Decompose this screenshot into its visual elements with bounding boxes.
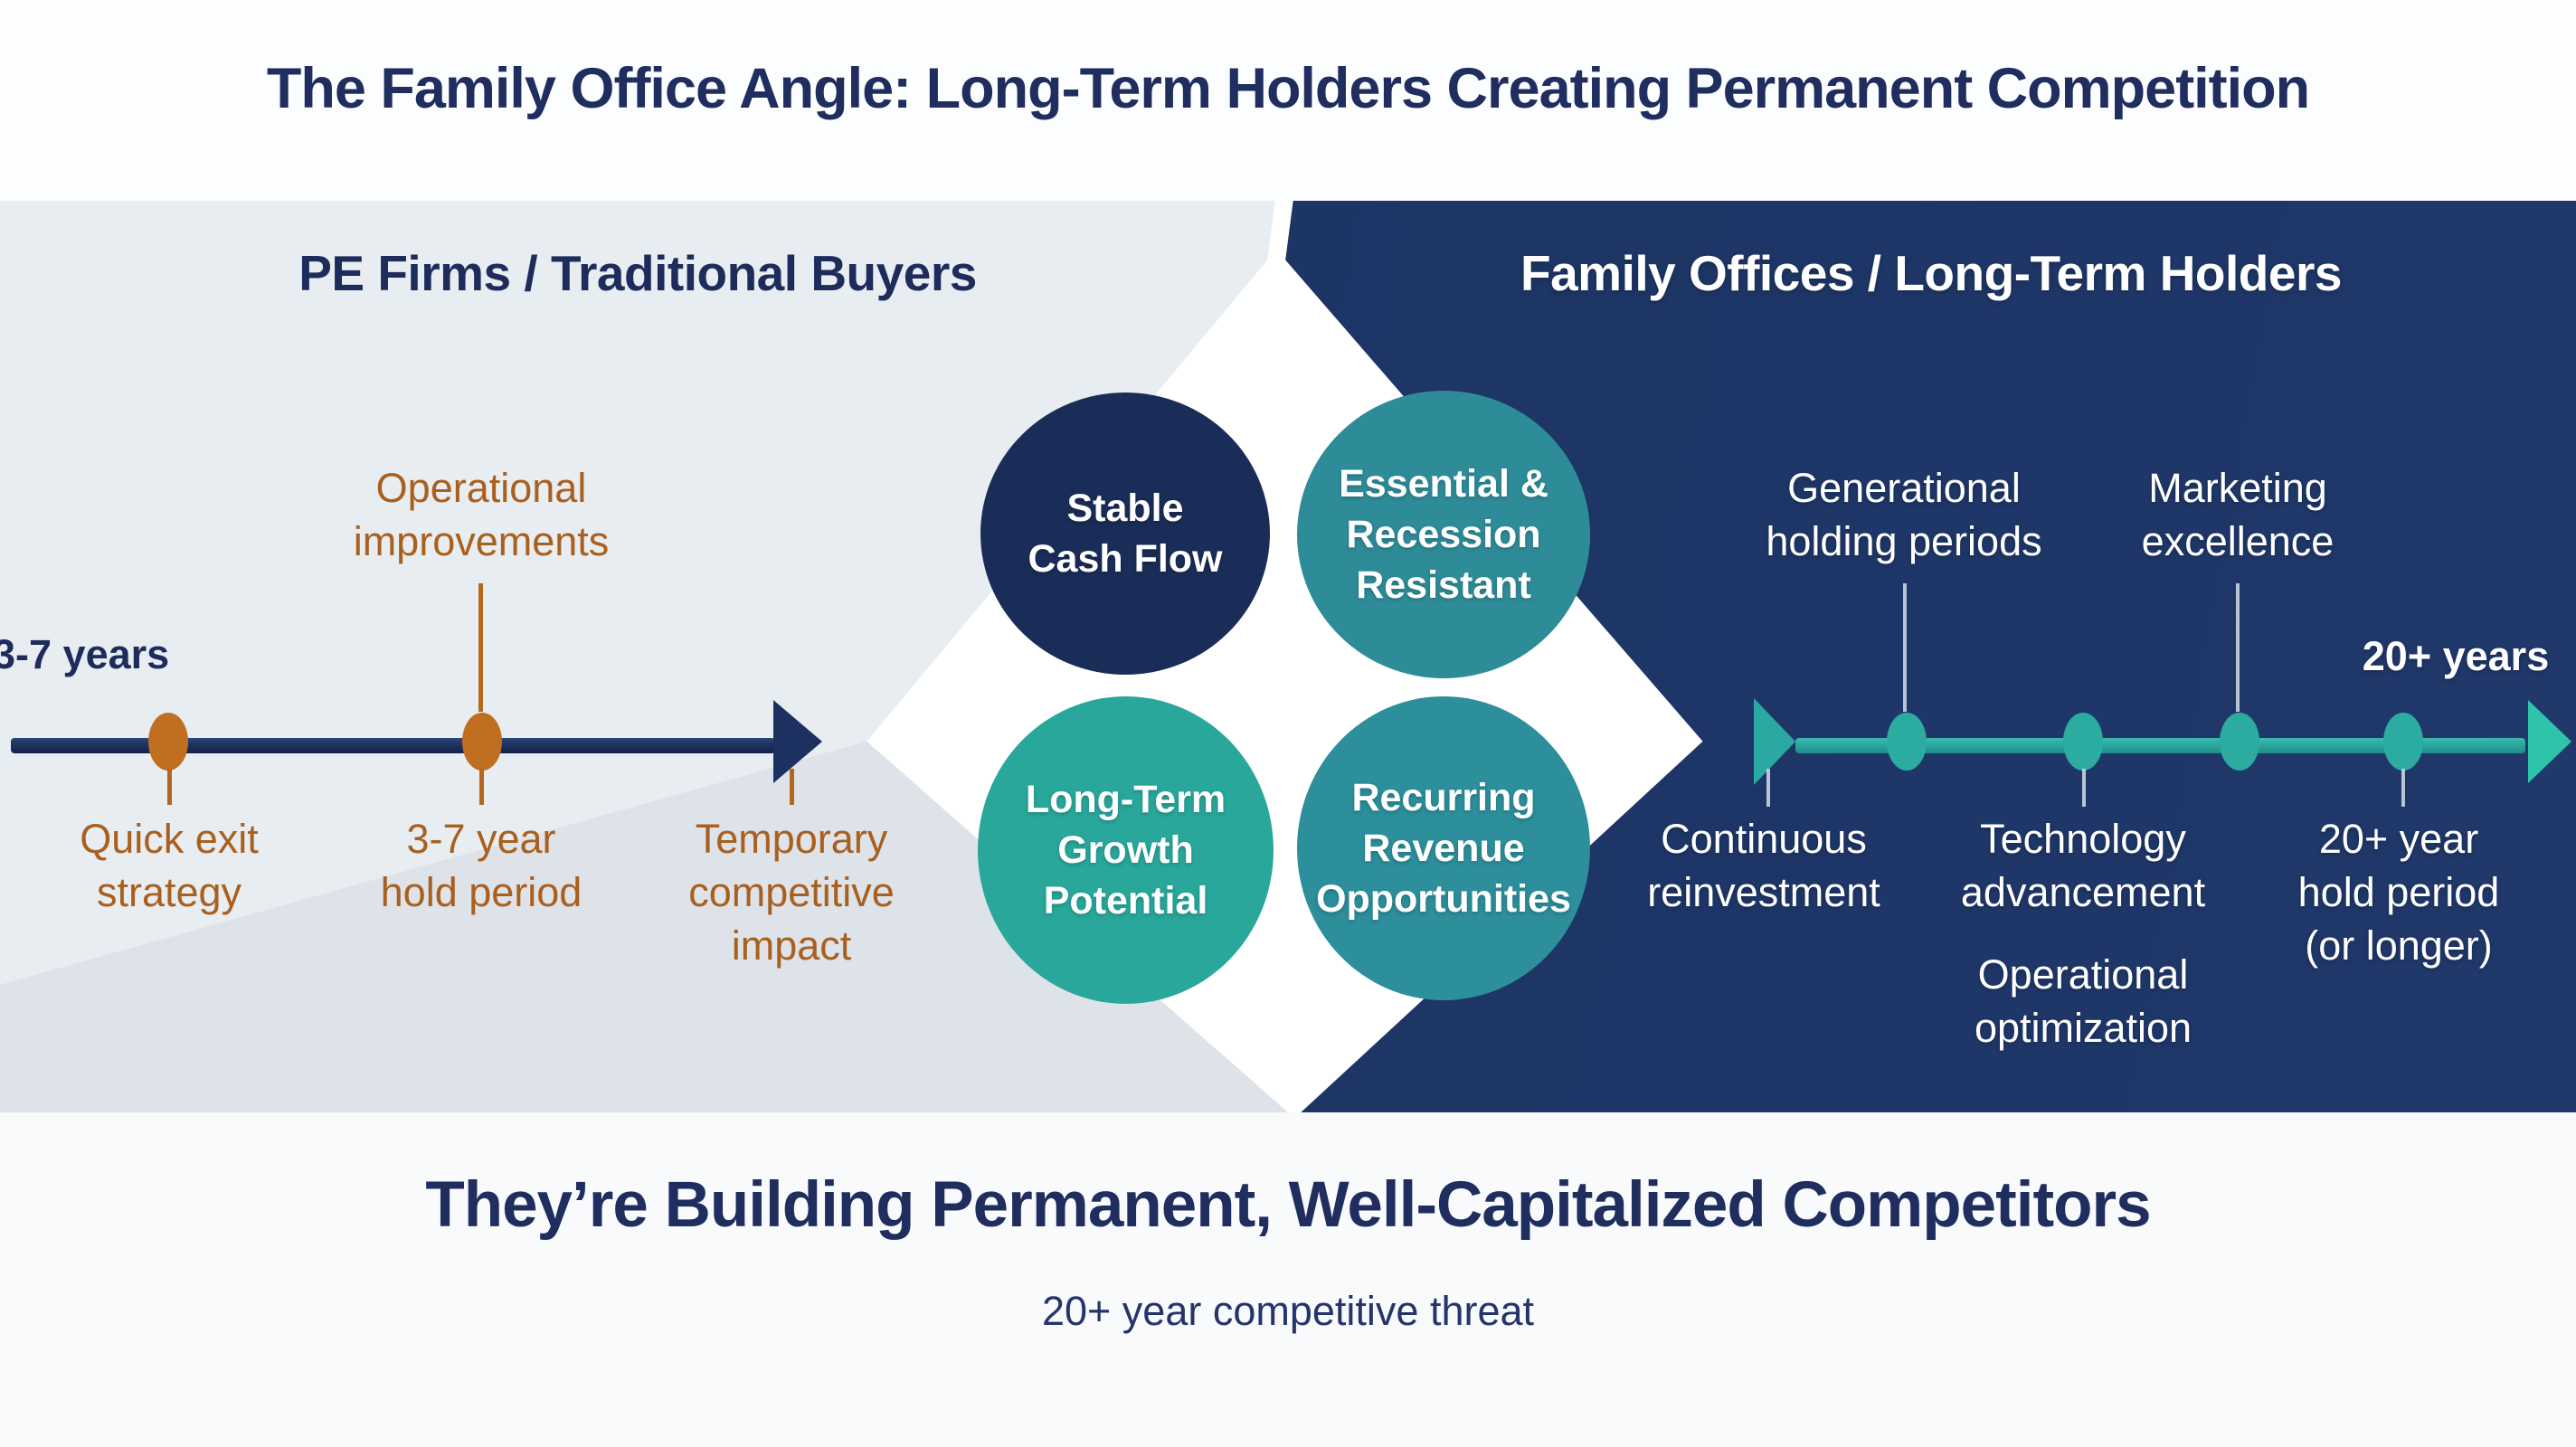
pe-panel-header: PE Firms / Traditional Buyers	[298, 245, 977, 301]
fo-below-label-continuous-reinvestment: Continuous reinvestment	[1647, 816, 1880, 915]
pe-below-label-quick-exit: Quick exit strategy	[80, 816, 259, 915]
connector-line	[790, 769, 794, 805]
circle-essential-recession-resistant: Essential & Recession Resistant	[1297, 391, 1590, 678]
pe-below-label-temporary-impact: Temporary competitive impact	[688, 816, 895, 969]
family-office-timeline-dot	[2383, 713, 2423, 771]
connector-line	[167, 769, 172, 805]
circle-recurring-revenue: Recurring Revenue Opportunities	[1297, 696, 1590, 1000]
pe-timeline-line	[11, 738, 775, 753]
family-office-timeline-start-icon	[1754, 698, 1795, 785]
family-office-timeline-dot	[2220, 713, 2259, 771]
pe-below-label-hold-period: 3-7 year hold period	[380, 816, 582, 915]
connector-line	[478, 583, 483, 712]
family-office-timeline-dot	[2063, 713, 2103, 771]
connector-line	[479, 769, 484, 805]
connector-line	[2236, 583, 2240, 712]
connector-line	[2401, 769, 2405, 807]
footer-headline: They’re Building Permanent, Well-Capital…	[425, 1169, 2151, 1241]
fo-below-label-20-year-hold: 20+ year hold period (or longer)	[2297, 816, 2500, 969]
family-office-timeline-dot	[1887, 713, 1927, 771]
pe-above-label-operational-improvements: Operational improvements	[353, 465, 610, 564]
family-office-timeline-arrowhead-icon	[2528, 700, 2571, 783]
fo-above-label-generational: Generational holding periods	[1766, 465, 2042, 564]
family-office-timeline-line	[1795, 738, 2525, 753]
family-office-hold-range-label: 20+ years	[2362, 633, 2550, 679]
connector-line	[1766, 769, 1770, 807]
family-office-panel-header: Family Offices / Long-Term Holders	[1520, 245, 2342, 301]
fo-below-label-operational-optimization: Operational optimization	[1974, 951, 2192, 1051]
circle-long-term-growth: Long-Term Growth Potential	[978, 696, 1274, 1004]
circle-stable-cash-flow: Stable Cash Flow	[980, 392, 1270, 675]
pe-timeline-dot	[148, 713, 188, 771]
pe-hold-range-label: 3-7 years	[0, 631, 170, 677]
fo-below-label-technology-advancement: Technology advancement	[1960, 816, 2206, 915]
connector-line	[1903, 583, 1907, 712]
comparison-band: PE Firms / Traditional Buyers Family Off…	[0, 201, 2576, 1112]
pe-timeline-dot	[462, 713, 502, 771]
footer-subtitle: 20+ year competitive threat	[1041, 1288, 1535, 1334]
connector-line	[2082, 769, 2086, 807]
pe-timeline-arrowhead-icon	[773, 700, 822, 783]
page-title: The Family Office Angle: Long-Term Holde…	[266, 57, 2310, 120]
fo-above-label-marketing: Marketing excellence	[2141, 465, 2334, 564]
